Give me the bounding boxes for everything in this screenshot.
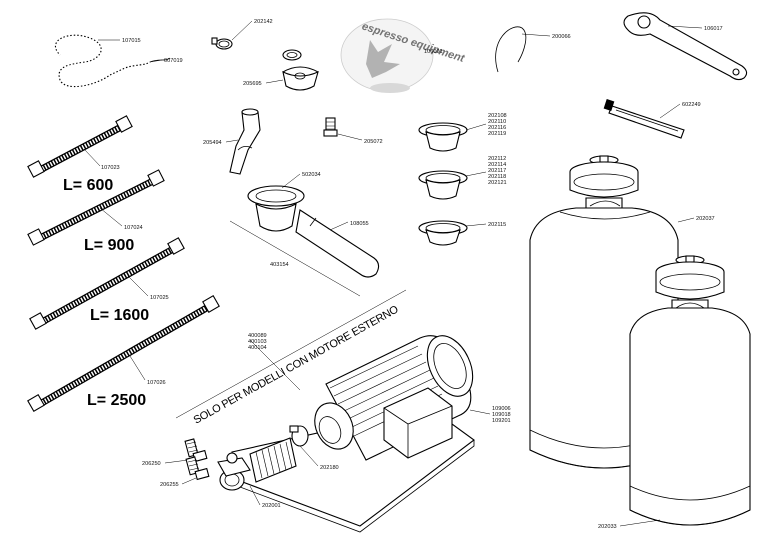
part-number-202180: 202180 bbox=[320, 465, 339, 471]
part-number-400089: 400089 bbox=[248, 333, 267, 339]
part-number-106001: 106001 bbox=[424, 49, 443, 55]
spout-part bbox=[229, 108, 261, 175]
part-number-202115: 202115 bbox=[488, 222, 506, 228]
leader-line bbox=[677, 217, 695, 223]
leader-line bbox=[299, 445, 319, 467]
motor-pump-assembly bbox=[231, 335, 475, 533]
part-number-205072: 205072 bbox=[364, 139, 383, 145]
part-number-107024: 107024 bbox=[124, 225, 143, 231]
leader-line bbox=[465, 171, 487, 177]
leader-line bbox=[337, 133, 363, 141]
flex-hose-part bbox=[217, 437, 297, 491]
part-number-202142: 202142 bbox=[254, 19, 273, 25]
leader-line bbox=[225, 139, 239, 143]
part-number-602249: 602249 bbox=[682, 102, 701, 108]
flat-key-part bbox=[603, 99, 685, 139]
part-number-106017: 106017 bbox=[704, 26, 723, 32]
part-number-107023: 107023 bbox=[101, 165, 120, 171]
nipple-fitting-part bbox=[323, 117, 338, 137]
braided-hose-2500 bbox=[27, 295, 220, 412]
part-number-007019: 007019 bbox=[164, 58, 183, 64]
filter-basket-1 bbox=[418, 122, 468, 152]
part-number-109006: 109006 bbox=[492, 406, 511, 412]
fitting-206255 bbox=[185, 456, 210, 481]
part-number-107025: 107025 bbox=[150, 295, 169, 301]
leader-line bbox=[281, 173, 301, 189]
part-number-202033: 202033 bbox=[598, 524, 617, 530]
leader-line bbox=[465, 123, 487, 131]
part-number-108055: 108055 bbox=[350, 221, 369, 227]
fitting-206250 bbox=[184, 438, 208, 463]
leader-line bbox=[619, 519, 661, 527]
part-number-202112: 202112 bbox=[488, 156, 506, 162]
part-number-202110: 202110 bbox=[488, 119, 506, 125]
part-number-202037: 202037 bbox=[696, 216, 715, 222]
part-number-200066: 200066 bbox=[552, 34, 571, 40]
part-number-107015: 107015 bbox=[122, 38, 141, 44]
clamp-block-part bbox=[282, 49, 319, 91]
part-number-400103: 400103 bbox=[248, 339, 267, 345]
filter-basket-3 bbox=[418, 220, 468, 246]
part-number-202118: 202118 bbox=[488, 174, 506, 180]
part-number-202119: 202119 bbox=[488, 131, 506, 137]
part-number-400104: 400104 bbox=[248, 345, 267, 351]
leader-line bbox=[84, 149, 101, 167]
leader-line bbox=[231, 20, 253, 41]
front-tank-part bbox=[629, 255, 751, 526]
part-number-202114: 202114 bbox=[488, 162, 506, 168]
part-number-206250: 206250 bbox=[142, 461, 161, 467]
part-number-109018: 109018 bbox=[492, 412, 511, 418]
leader-line bbox=[465, 223, 487, 227]
braided-hose-900 bbox=[27, 169, 165, 246]
part-number-205494: 205494 bbox=[203, 140, 222, 146]
leader-line bbox=[249, 485, 261, 506]
leader-line bbox=[127, 275, 149, 297]
length-label-2500: L= 2500 bbox=[87, 392, 146, 409]
part-number-107026: 107026 bbox=[147, 380, 166, 386]
leader-line bbox=[265, 79, 284, 84]
length-label-600: L= 600 bbox=[63, 177, 113, 194]
leader-line bbox=[149, 59, 163, 63]
leader-line bbox=[667, 25, 703, 29]
leader-line bbox=[99, 207, 123, 227]
length-label-1600: L= 1600 bbox=[90, 307, 149, 324]
braided-hose-600 bbox=[27, 115, 133, 178]
leader-line bbox=[249, 339, 301, 391]
portafilter-part bbox=[247, 185, 380, 278]
leader-line bbox=[181, 477, 197, 485]
part-number-202001: 202001 bbox=[262, 503, 281, 509]
length-label-900: L= 900 bbox=[84, 237, 134, 254]
leader-line bbox=[329, 221, 349, 231]
leader-line bbox=[469, 409, 491, 415]
part-number-109201: 109201 bbox=[492, 418, 511, 424]
leader-line bbox=[129, 355, 146, 381]
leader-line bbox=[164, 459, 189, 464]
part-number-205695: 205695 bbox=[243, 81, 262, 87]
part-number-403154: 403154 bbox=[270, 262, 289, 268]
leader-line bbox=[521, 33, 551, 37]
part-number-206255: 206255 bbox=[160, 482, 179, 488]
note-underline bbox=[175, 289, 407, 419]
part-number-202116: 202116 bbox=[488, 125, 506, 131]
part-number-202121: 202121 bbox=[488, 180, 507, 186]
leader-line bbox=[659, 103, 681, 119]
part-number-202117: 202117 bbox=[488, 168, 506, 174]
part-number-202108: 202108 bbox=[488, 113, 507, 119]
braided-hose-1600 bbox=[29, 237, 185, 330]
hose-clamp-part bbox=[211, 37, 233, 50]
wrench-part bbox=[623, 12, 748, 81]
part-number-502034: 502034 bbox=[302, 172, 321, 178]
leader-line bbox=[229, 220, 361, 297]
filter-basket-2 bbox=[418, 170, 468, 200]
